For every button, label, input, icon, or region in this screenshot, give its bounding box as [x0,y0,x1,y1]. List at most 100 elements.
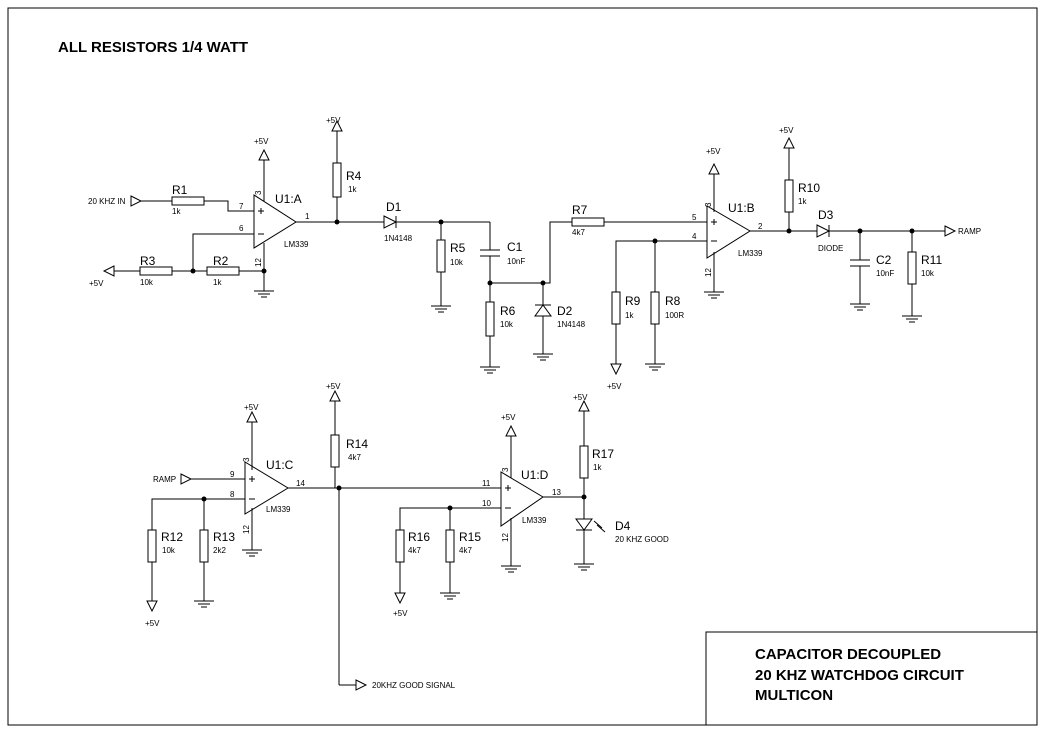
junction-dot [909,228,915,234]
r4-body [332,162,342,198]
r15-ref: R15 [459,530,481,544]
vcc-label: +5V [573,393,588,402]
vcc-label: +5V [393,609,408,618]
junction-dot [261,268,267,274]
vcc-arrow [329,389,341,402]
r7-ref: R7 [572,203,588,217]
u1b-ref: U1:B [728,201,755,215]
pin-number: 3 [501,467,510,472]
r3-body [139,266,173,276]
r10-value: 1k [798,197,807,206]
r8-value: 100R [665,311,684,320]
title-block-frame [705,631,1038,726]
input-port-arrow [130,195,143,207]
r12-body [147,529,157,563]
title-line-2: 20 KHZ WATCHDOG CIRCUIT [755,667,964,684]
r1-value: 1k [172,207,181,216]
r11-value: 10k [921,269,935,278]
u1c-ref: U1:C [266,458,294,472]
r14-value: 4k7 [348,453,361,462]
r15-value: 4k7 [459,546,472,555]
r2-body [206,266,240,276]
junction-dot [540,280,546,286]
r5-value: 10k [450,258,464,267]
title-line-1: CAPACITOR DECOUPLED [755,646,941,663]
pin-number: 3 [704,202,713,207]
pin-number: 2 [758,222,763,231]
r9-body [611,291,621,325]
r10-ref: R10 [798,181,820,195]
d1-ref: D1 [386,200,402,214]
d3-ref: D3 [818,208,834,222]
d4-led-body [575,518,593,531]
vcc-arrow [394,592,406,605]
r14-ref: R14 [346,437,368,451]
vcc-label: +5V [244,403,259,412]
pin-number: 14 [296,479,305,488]
junction-dot [581,494,587,500]
r10-body [784,179,794,213]
d4-value: 20 KHZ GOOD [615,535,669,544]
junction-dot [438,219,444,225]
vcc-label: +5V [501,413,516,422]
vcc-arrow [146,600,158,613]
r6-value: 10k [500,320,514,329]
pin-number: 7 [239,202,244,211]
net-20khz-in: 20 KHZ IN [88,197,126,206]
r15-body [445,529,455,563]
r8-body [650,291,660,325]
pin-number: 12 [501,533,510,542]
pin-number: 12 [242,525,251,534]
u1b-part: LM339 [738,249,763,258]
d1-body [383,215,398,229]
u1a-ref: U1:A [275,192,302,206]
u1a-part: LM339 [284,240,309,249]
r9-value: 1k [625,311,634,320]
r6-body [485,301,495,337]
r3-ref: R3 [140,254,156,268]
junction-dot [652,238,658,244]
opamp-u1d [500,471,544,527]
r2-ref: R2 [213,254,229,268]
r13-body [199,529,209,563]
junction-dot [786,228,792,234]
vcc-arrow [610,363,622,376]
vcc-label: +5V [89,279,104,288]
d4-ref: D4 [615,519,631,533]
pin-number: 4 [692,232,697,241]
r7-value: 4k7 [572,228,585,237]
pin-number: 9 [230,470,235,479]
c1-ref: C1 [507,240,523,254]
u1d-ref: U1:D [521,468,549,482]
net-20khz-good-signal: 20KHZ GOOD SIGNAL [372,681,456,690]
pin-number: 1 [305,212,310,221]
r4-value: 1k [348,185,357,194]
junction-dot [201,496,207,502]
u1c-part: LM339 [266,505,291,514]
pin-number: 5 [692,213,697,222]
r8-ref: R8 [665,294,681,308]
pin-number: 6 [239,224,244,233]
vcc-arrow [783,136,795,149]
r6-ref: R6 [500,304,516,318]
pin-number: 3 [242,457,251,462]
r11-body [907,251,917,285]
vcc-label: +5V [145,619,160,628]
junction-dot [447,505,453,511]
c1-value: 10nF [507,257,525,266]
vcc-label: +5V [706,147,721,156]
junction-dot [336,485,342,491]
good-signal-port [355,679,368,691]
r9-ref: R9 [625,294,641,308]
r16-value: 4k7 [408,546,421,555]
net-ramp-out: RAMP [958,227,981,236]
r7-body [571,217,605,227]
r5-body [436,239,446,273]
vcc-arrow [505,424,517,437]
u1d-part: LM339 [522,516,547,525]
pin-number: 3 [254,190,263,195]
r1-ref: R1 [172,183,188,197]
r16-body [395,529,405,563]
r1-body [171,196,205,206]
opamp-u1a [253,194,297,249]
